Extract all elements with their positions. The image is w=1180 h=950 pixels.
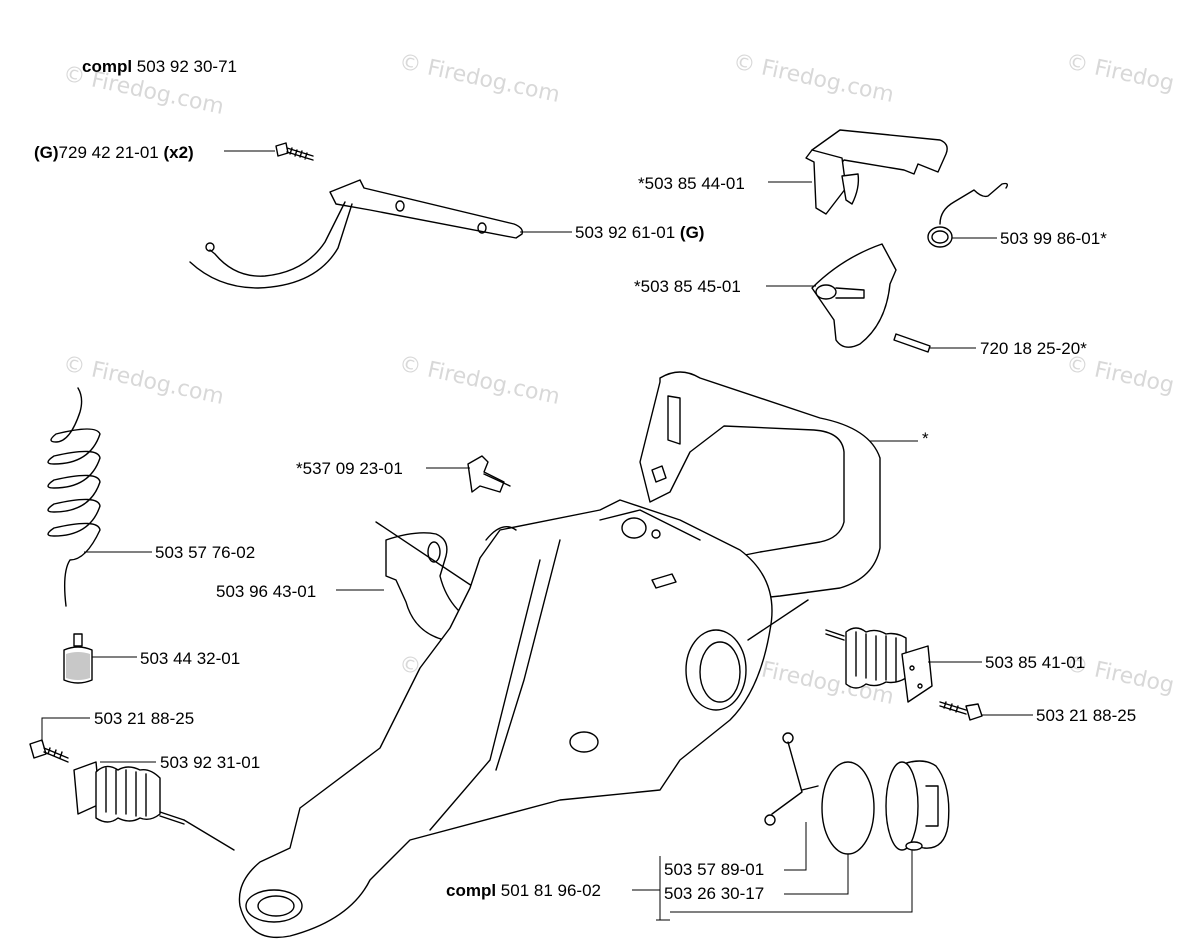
label-fuel-filter: 503 44 32-01 (140, 649, 240, 668)
svg-text:compl 503 92 30-71: compl 503 92 30-71 (82, 57, 237, 76)
watermark: © Firedog (1064, 49, 1176, 96)
label-throttle-trigger: *503 85 45-01 (634, 277, 741, 296)
label-nipple: *537 09 23-01 (296, 459, 403, 478)
spring (927, 182, 1009, 248)
av-element-right (825, 627, 933, 703)
throttle-trigger (811, 243, 897, 348)
label-throttle-lockout: *503 85 44-01 (638, 174, 745, 193)
label-av-element-right: 503 85 41-01 (985, 653, 1085, 672)
label-screw-left: 503 21 88-25 (94, 709, 194, 728)
label-handle: * (922, 429, 929, 448)
watermark: © Firedog.com (61, 351, 226, 409)
part-number: 503 92 30-71 (132, 57, 237, 76)
nipple (467, 455, 511, 493)
fuel-tank-housing (238, 499, 809, 938)
label-cap-compl: compl 501 81 96-02 (446, 881, 601, 900)
throttle-lockout (805, 129, 948, 215)
fuel-filter (63, 633, 93, 684)
label-plate: 503 96 43-01 (216, 582, 316, 601)
label-screw-right: 503 21 88-25 (1036, 706, 1136, 725)
label-bracket-screw: (G)729 42 21-01 (x2) (34, 143, 194, 162)
strap (764, 732, 819, 826)
bracket (189, 179, 524, 289)
o-ring (821, 761, 875, 855)
label-strap: 503 57 89-01 (664, 860, 764, 879)
rear-handle (639, 371, 881, 603)
label-compl-top: compl 503 92 30-71 (82, 57, 237, 76)
av-element-left (73, 761, 235, 851)
compl-keyword: compl (82, 57, 132, 76)
label-spring: 503 99 86-01* (1000, 229, 1107, 248)
fuel-hose (47, 387, 101, 607)
watermark: © Firedog (1064, 351, 1176, 398)
watermark: © Firedog.com (397, 49, 562, 107)
screw-left (29, 717, 90, 763)
screw-right (939, 701, 983, 721)
label-bracket: 503 92 61-01 (G) (575, 223, 704, 242)
label-fuel-hose: 503 57 76-02 (155, 543, 255, 562)
label-oring: 503 26 30-17 (664, 884, 764, 903)
cap-bracket (632, 822, 913, 921)
tank-cap (885, 760, 950, 851)
watermark: © Firedog.com (731, 49, 896, 107)
label-av-element-left: 503 92 31-01 (160, 753, 260, 772)
pin (893, 333, 931, 353)
label-pin: 720 18 25-20* (980, 339, 1087, 358)
watermark: © Firedog.com (397, 351, 562, 409)
bracket-screw (275, 142, 314, 161)
